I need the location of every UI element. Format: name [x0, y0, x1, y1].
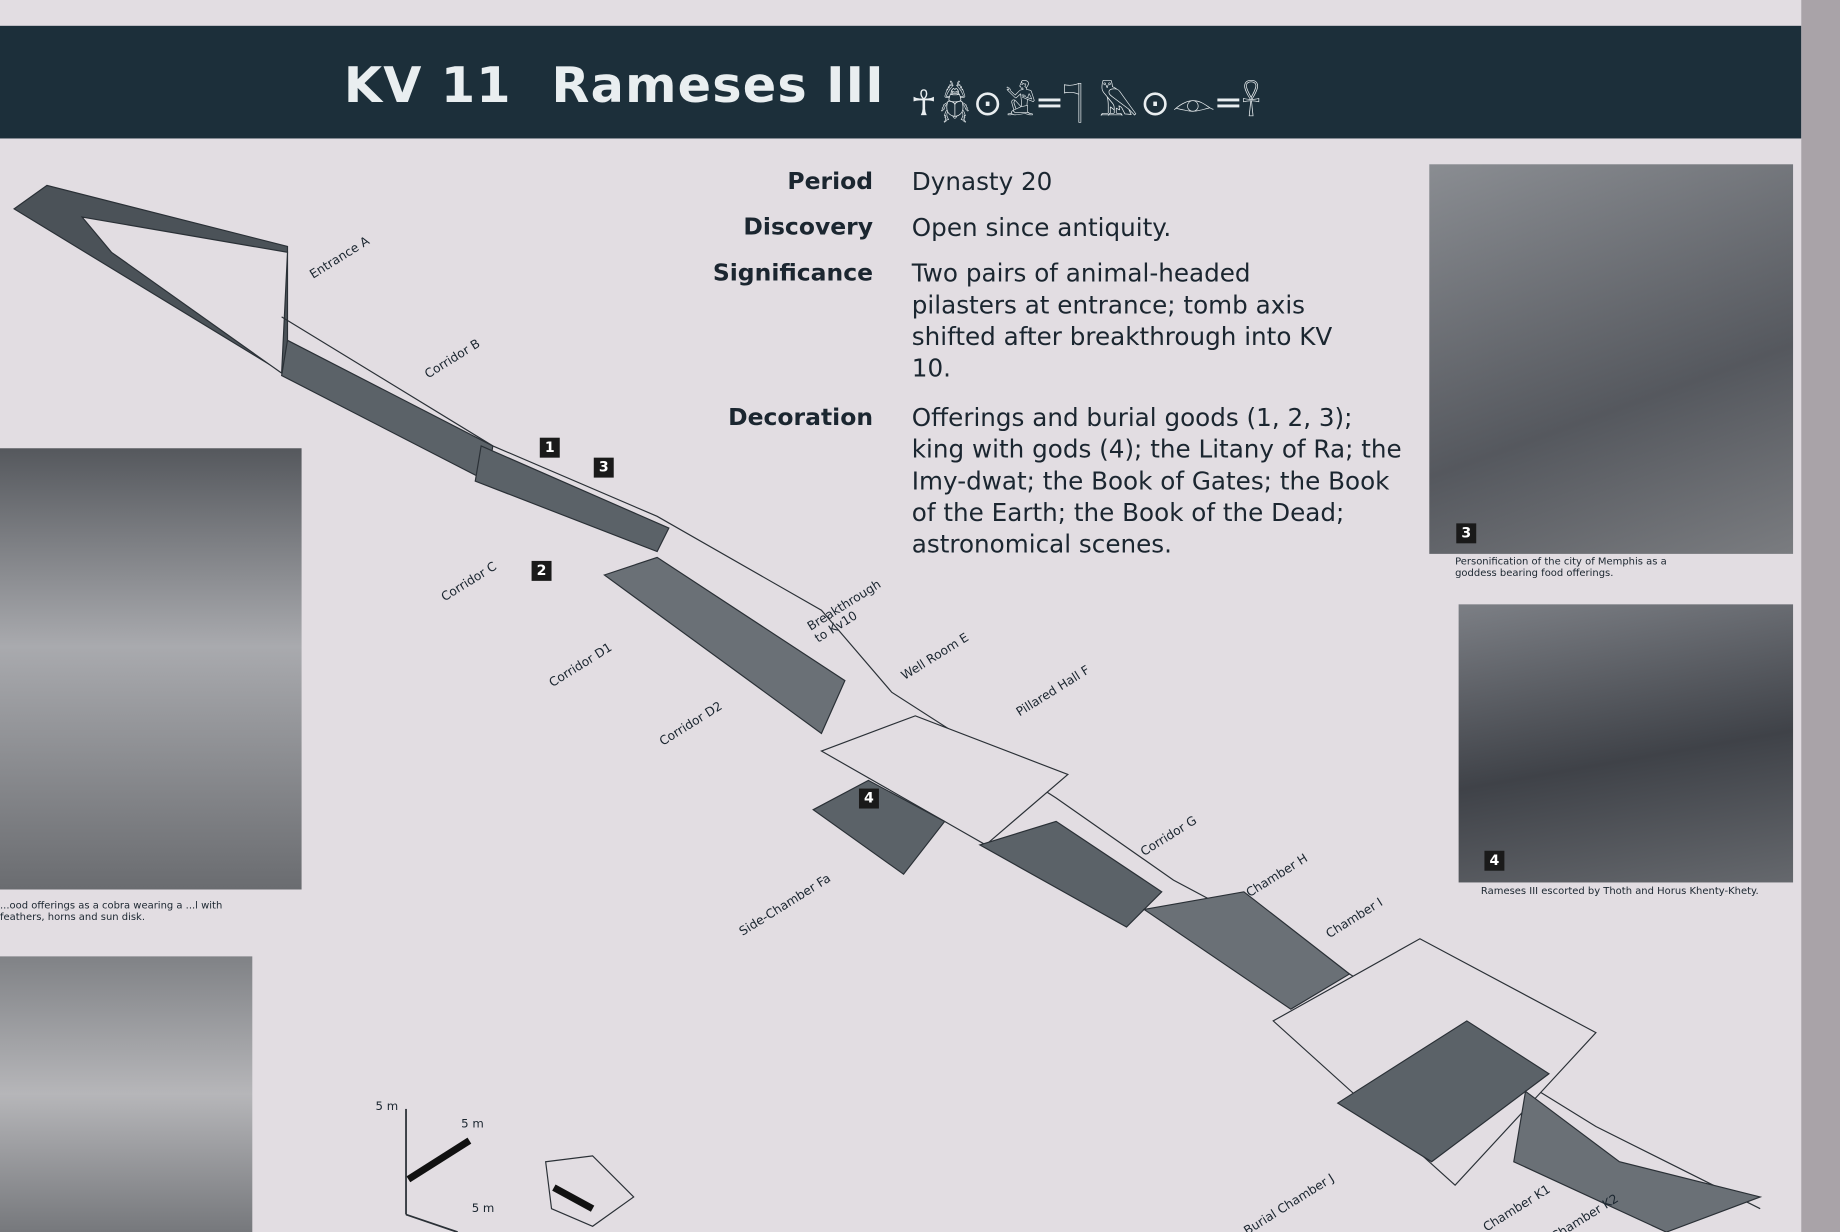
- plan-marker: 1: [539, 437, 560, 458]
- scale-vertical: 5 m: [375, 1100, 399, 1114]
- period-value: Dynasty 20: [911, 167, 1053, 196]
- photo-memphis: [1429, 164, 1794, 554]
- tomb-id: KV 11: [343, 56, 512, 114]
- photo-thoth-horus: [1458, 604, 1794, 883]
- plan-marker: 4: [858, 788, 879, 809]
- cartouche-icon: ☥𓆣⊙𓀀═𓊹 𓅓⊙𓁹═𓋹: [910, 83, 1264, 125]
- significance-label: Significance: [712, 258, 874, 287]
- photo-number: 3: [1456, 523, 1477, 544]
- discovery-label: Discovery: [743, 212, 874, 241]
- plan-marker: 3: [593, 457, 614, 478]
- decoration-value: Offerings and burial goods (1, 2, 3); ki…: [911, 403, 1402, 559]
- photo-caption: Personification of the city of Memphis a…: [1455, 556, 1667, 580]
- photo-caption: ...ood offerings as a cobra wearing a ..…: [0, 900, 223, 924]
- king-name: Rameses III: [551, 56, 885, 114]
- significance-value: Two pairs of animal-headed pilasters at …: [911, 259, 1333, 383]
- photo-burial-goods: [0, 956, 253, 1232]
- scale-horizontal: 5 m: [471, 1202, 495, 1216]
- photo-cobra-goddess: [0, 448, 302, 890]
- plan-marker: 2: [531, 560, 552, 581]
- decoration-label: Decoration: [728, 402, 874, 431]
- title-banner: [0, 25, 1802, 139]
- photo-number: 4: [1484, 850, 1505, 871]
- period-label: Period: [787, 166, 874, 195]
- photo-caption: Rameses III escorted by Thoth and Horus …: [1480, 885, 1759, 898]
- scale-depth: 5 m: [461, 1118, 484, 1132]
- discovery-value: Open since antiquity.: [911, 213, 1172, 242]
- board-edge: [1801, 0, 1840, 1232]
